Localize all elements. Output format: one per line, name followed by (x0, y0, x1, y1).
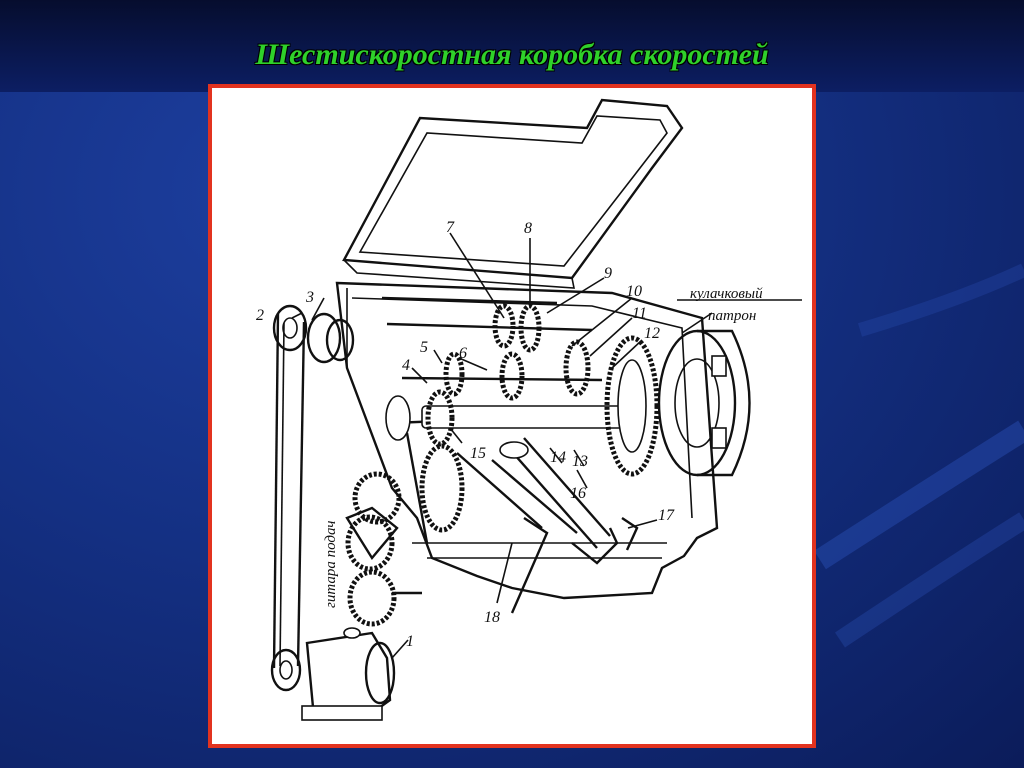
motor (301, 627, 396, 721)
label-14: 14 (550, 449, 566, 466)
top-band (0, 0, 1024, 92)
label-13: 13 (572, 453, 588, 470)
gearbox-drawing: 7 8 9 10 11 12 6 5 4 15 14 13 16 17 18 2… (256, 98, 802, 721)
label-10: 10 (626, 283, 642, 300)
slide-title: Шестискоростная коробка скоростей (255, 38, 769, 71)
label-feed-gear: гитара подач (323, 521, 339, 608)
feed-gear-train (345, 471, 422, 627)
label-16: 16 (570, 485, 586, 502)
label-15: 15 (470, 445, 486, 462)
gearbox-housing (335, 281, 719, 600)
label-18: 18 (484, 609, 500, 626)
label-6: 6 (459, 345, 467, 362)
gears (385, 303, 660, 544)
label-12: 12 (644, 325, 660, 342)
gearbox-lid (342, 98, 684, 289)
label-4: 4 (402, 357, 410, 374)
chuck (657, 329, 751, 477)
label-chuck-line1: кулачковый (690, 286, 763, 302)
label-1: 1 (406, 633, 414, 650)
belt-drive (270, 304, 355, 692)
label-2: 2 (256, 307, 264, 324)
leader-lines (291, 232, 802, 659)
levers (499, 437, 639, 614)
label-8: 8 (524, 220, 532, 237)
diagram-frame: 7 8 9 10 11 12 6 5 4 15 14 13 16 17 18 2… (208, 84, 816, 748)
label-9: 9 (604, 265, 612, 282)
label-7: 7 (446, 219, 455, 236)
label-5: 5 (420, 339, 428, 356)
label-chuck-line2: патрон (708, 308, 756, 324)
label-11: 11 (632, 305, 647, 322)
shafts (381, 296, 643, 534)
label-17: 17 (658, 507, 675, 524)
label-3: 3 (305, 289, 314, 306)
